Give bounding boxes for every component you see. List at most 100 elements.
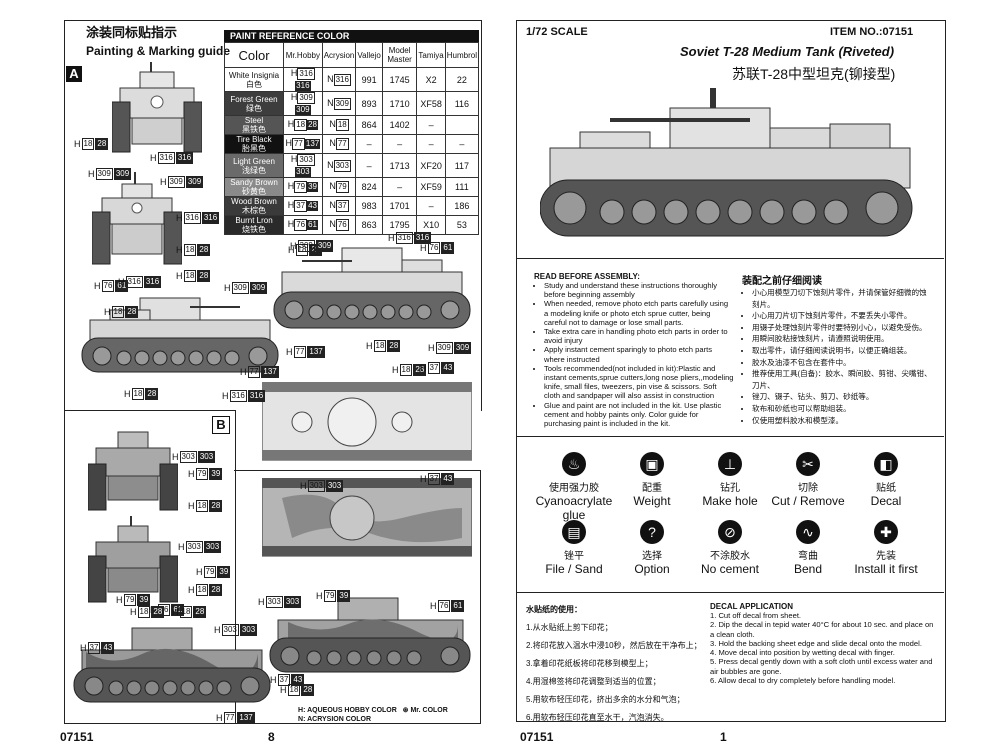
- section-a-label: A: [66, 66, 82, 82]
- paint-vallejo: –: [355, 153, 383, 178]
- left-page-code: 07151: [60, 730, 94, 744]
- main-tank-illustration: [540, 88, 913, 237]
- paint-tamiya: –: [416, 134, 446, 154]
- tank-a-front-view: [112, 62, 202, 153]
- cn-notes-title: 装配之前仔细阅读: [742, 276, 822, 287]
- paint-humbrol: 22: [444, 67, 480, 92]
- paint-tamiya: –: [416, 196, 446, 216]
- decal-cn-title: 水贴纸的使用：: [526, 605, 582, 614]
- install-first-icon: ✚: [874, 520, 898, 544]
- paint-tamiya: X2: [416, 67, 446, 92]
- decal-step-en: 1. Cut off decal from sheet.: [710, 611, 802, 620]
- section-b-label: B: [212, 416, 230, 434]
- decal-step-cn: 6.用软布轻压印花直至水干，汽泡消失。: [526, 713, 669, 722]
- decal-icon: ◧: [874, 452, 898, 476]
- decal-step-en: 6. Allow decal to dry completely before …: [710, 676, 896, 686]
- paint-tamiya: XF58: [416, 91, 446, 116]
- paint-col-header: Color: [224, 42, 284, 68]
- decal-step-cn: 4.用湿棉签将印花调整到适当的位置；: [526, 677, 661, 686]
- read-before-title: READ BEFORE ASSEMBLY:: [534, 272, 640, 281]
- instruction-item: Study and understand these instructions …: [544, 281, 734, 299]
- paint-table-header: PAINT REFERENCE COLOR: [224, 30, 479, 42]
- left-page: 涂装同标贴指示 Painting & Marking guide A PAINT…: [0, 0, 490, 750]
- instruction-item: Tools recommended(not included in kit):P…: [544, 364, 734, 401]
- glue-icon: ♨: [562, 452, 586, 476]
- paint-mm: 1795: [381, 215, 418, 235]
- paint-mm: 1402: [381, 115, 418, 135]
- section-b-frame-right: [234, 470, 481, 724]
- decal-step-cn: 5.用软布轻压印花，挤出多余的水分和气泡；: [526, 695, 685, 704]
- paint-vallejo: 864: [355, 115, 383, 135]
- instruction-item: Take extra care in handling photo etch p…: [544, 327, 734, 345]
- left-page-number: 8: [268, 730, 275, 744]
- right-page-frame: [516, 20, 946, 722]
- cn-instruction-item: 小心用模型刀切下蚀刻片零件，并请保管好细微的蚀刻片。: [752, 287, 932, 310]
- tank-a-top-view: [262, 382, 472, 461]
- section-a-frame: [64, 20, 482, 411]
- product-title-en: Soviet T-28 Medium Tank (Riveted): [680, 44, 895, 59]
- decal-en-title: DECAL APPLICATION: [710, 602, 793, 611]
- file-icon: ▤: [562, 520, 586, 544]
- paint-humbrol: 116: [444, 91, 480, 116]
- paint-mm: 1745: [381, 67, 418, 92]
- decal-step-en: 4. Move decal into position by wetting d…: [710, 648, 895, 658]
- tank-a-left-side: [81, 297, 279, 373]
- cn-instruction-item: 取出零件，请仔细阅读说明书，以便正确组装。: [752, 345, 932, 357]
- decal-step-en: 5. Press decal gently down with a soft c…: [710, 657, 933, 676]
- tank-b-front-view: [88, 431, 178, 511]
- item-number: ITEM NO.:07151: [830, 26, 914, 38]
- cn-instruction-item: 小心用刀片切下蚀刻片零件，不要丢失小零件。: [752, 310, 932, 322]
- paint-mm: –: [381, 134, 418, 154]
- cn-instruction-item: 推荐使用工具(自备)：胶水、瞬间胶、剪钳、尖嘴钳、刀片、: [752, 368, 932, 391]
- decal-instructions-cn: 水贴纸的使用： 1.从水贴纸上剪下印花；2.将印花放入温水中浸10秒，然后放在干…: [526, 604, 716, 727]
- cn-instruction-item: 软布和砂纸也可以帮助组装。: [752, 403, 932, 415]
- decal-step-cn: 2.将印花放入温水中浸10秒，然后放在干净布上；: [526, 641, 702, 650]
- read-before-assembly: READ BEFORE ASSEMBLY: Study and understa…: [534, 272, 734, 428]
- paint-tamiya: XF59: [416, 177, 446, 197]
- drill-icon: ⊥: [718, 452, 742, 476]
